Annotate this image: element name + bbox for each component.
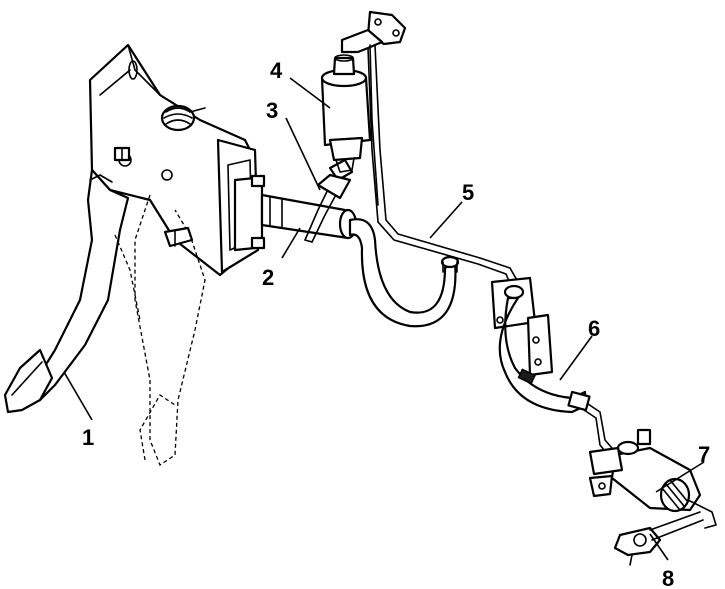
clutch-slave-cylinder — [588, 428, 717, 529]
fluid-reservoir — [320, 54, 372, 173]
reservoir-feed-hose — [304, 158, 354, 243]
brake-pedal-outline — [114, 194, 206, 466]
clutch-pedal — [3, 168, 130, 414]
bracket-bolt — [113, 146, 131, 162]
hydraulic-pipe — [367, 44, 519, 289]
callout-label-6: 6 — [588, 316, 600, 341]
callout-label-4: 4 — [270, 58, 283, 83]
callout-label-8: 8 — [662, 566, 674, 589]
leader-lines — [63, 77, 705, 561]
clutch-master-cylinder — [233, 174, 358, 252]
callout-label-5: 5 — [462, 180, 474, 205]
pedal-return-spring — [160, 104, 206, 132]
callout-labels: 1 2 3 4 5 6 7 8 — [82, 58, 710, 589]
pipe-junction-bracket — [490, 276, 554, 377]
callout-label-1: 1 — [82, 425, 94, 450]
reservoir-bracket — [340, 10, 407, 206]
callout-label-7: 7 — [698, 442, 710, 467]
release-fork-pushrod — [613, 511, 704, 566]
flexible-hose — [348, 218, 460, 328]
callout-label-3: 3 — [266, 98, 278, 123]
pedal-switch-clip — [163, 226, 194, 248]
callout-label-2: 2 — [262, 265, 274, 290]
